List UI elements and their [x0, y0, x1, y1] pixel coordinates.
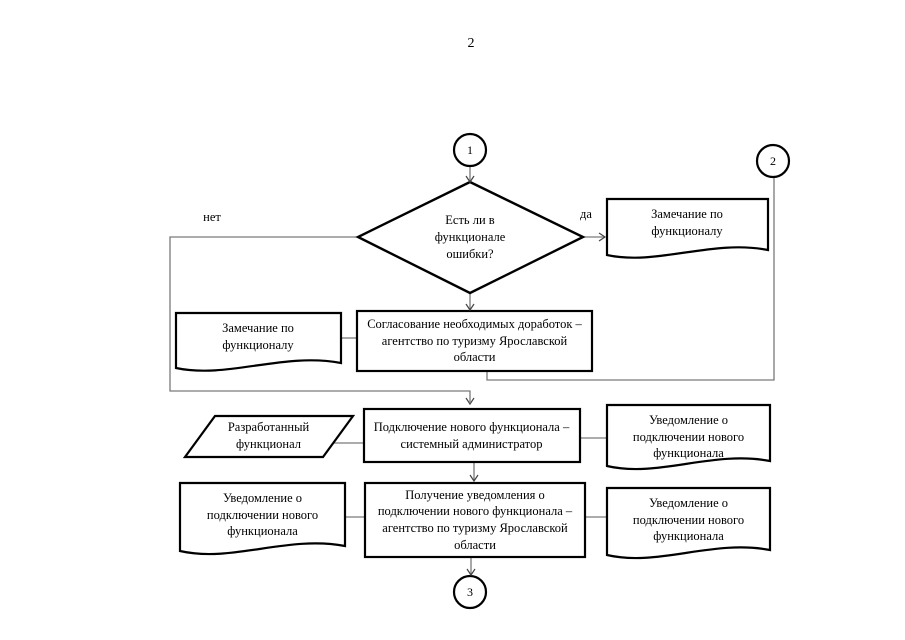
- doc-notification-right-1-shape: [605, 403, 772, 471]
- arrow-no-into-connect: [465, 397, 475, 406]
- arrow-into-doc-remark: [598, 232, 607, 242]
- flowchart-shapes: [174, 132, 791, 610]
- process-receive-notification-rect: [363, 481, 587, 559]
- doc-notification-right-2-shape: [605, 486, 772, 560]
- process-agreement-rect: [355, 309, 594, 373]
- process-connect-functional-rect: [362, 407, 582, 464]
- doc-remark-left-shape: [174, 311, 343, 372]
- doc-remark-top-right-shape: [605, 197, 770, 259]
- arrow-into-decision: [465, 175, 475, 184]
- decision-errors-diamond: [355, 180, 586, 295]
- arrow-into-agreement: [465, 303, 475, 312]
- arrow-into-connector3: [466, 568, 476, 577]
- edge-connector2-to-agreement: [486, 177, 775, 381]
- offpage-connector-3-circle: [452, 574, 488, 610]
- offpage-connector-2-circle: [755, 143, 791, 179]
- input-developed-functional-shape: [182, 414, 356, 459]
- edge-decision-no-to-connect: [169, 236, 471, 402]
- connector-lines: [169, 167, 775, 574]
- arrowheads: [465, 175, 607, 577]
- doc-notification-left-shape: [178, 481, 347, 556]
- arrow-into-receive: [469, 474, 479, 483]
- offpage-connector-1-circle: [452, 132, 488, 168]
